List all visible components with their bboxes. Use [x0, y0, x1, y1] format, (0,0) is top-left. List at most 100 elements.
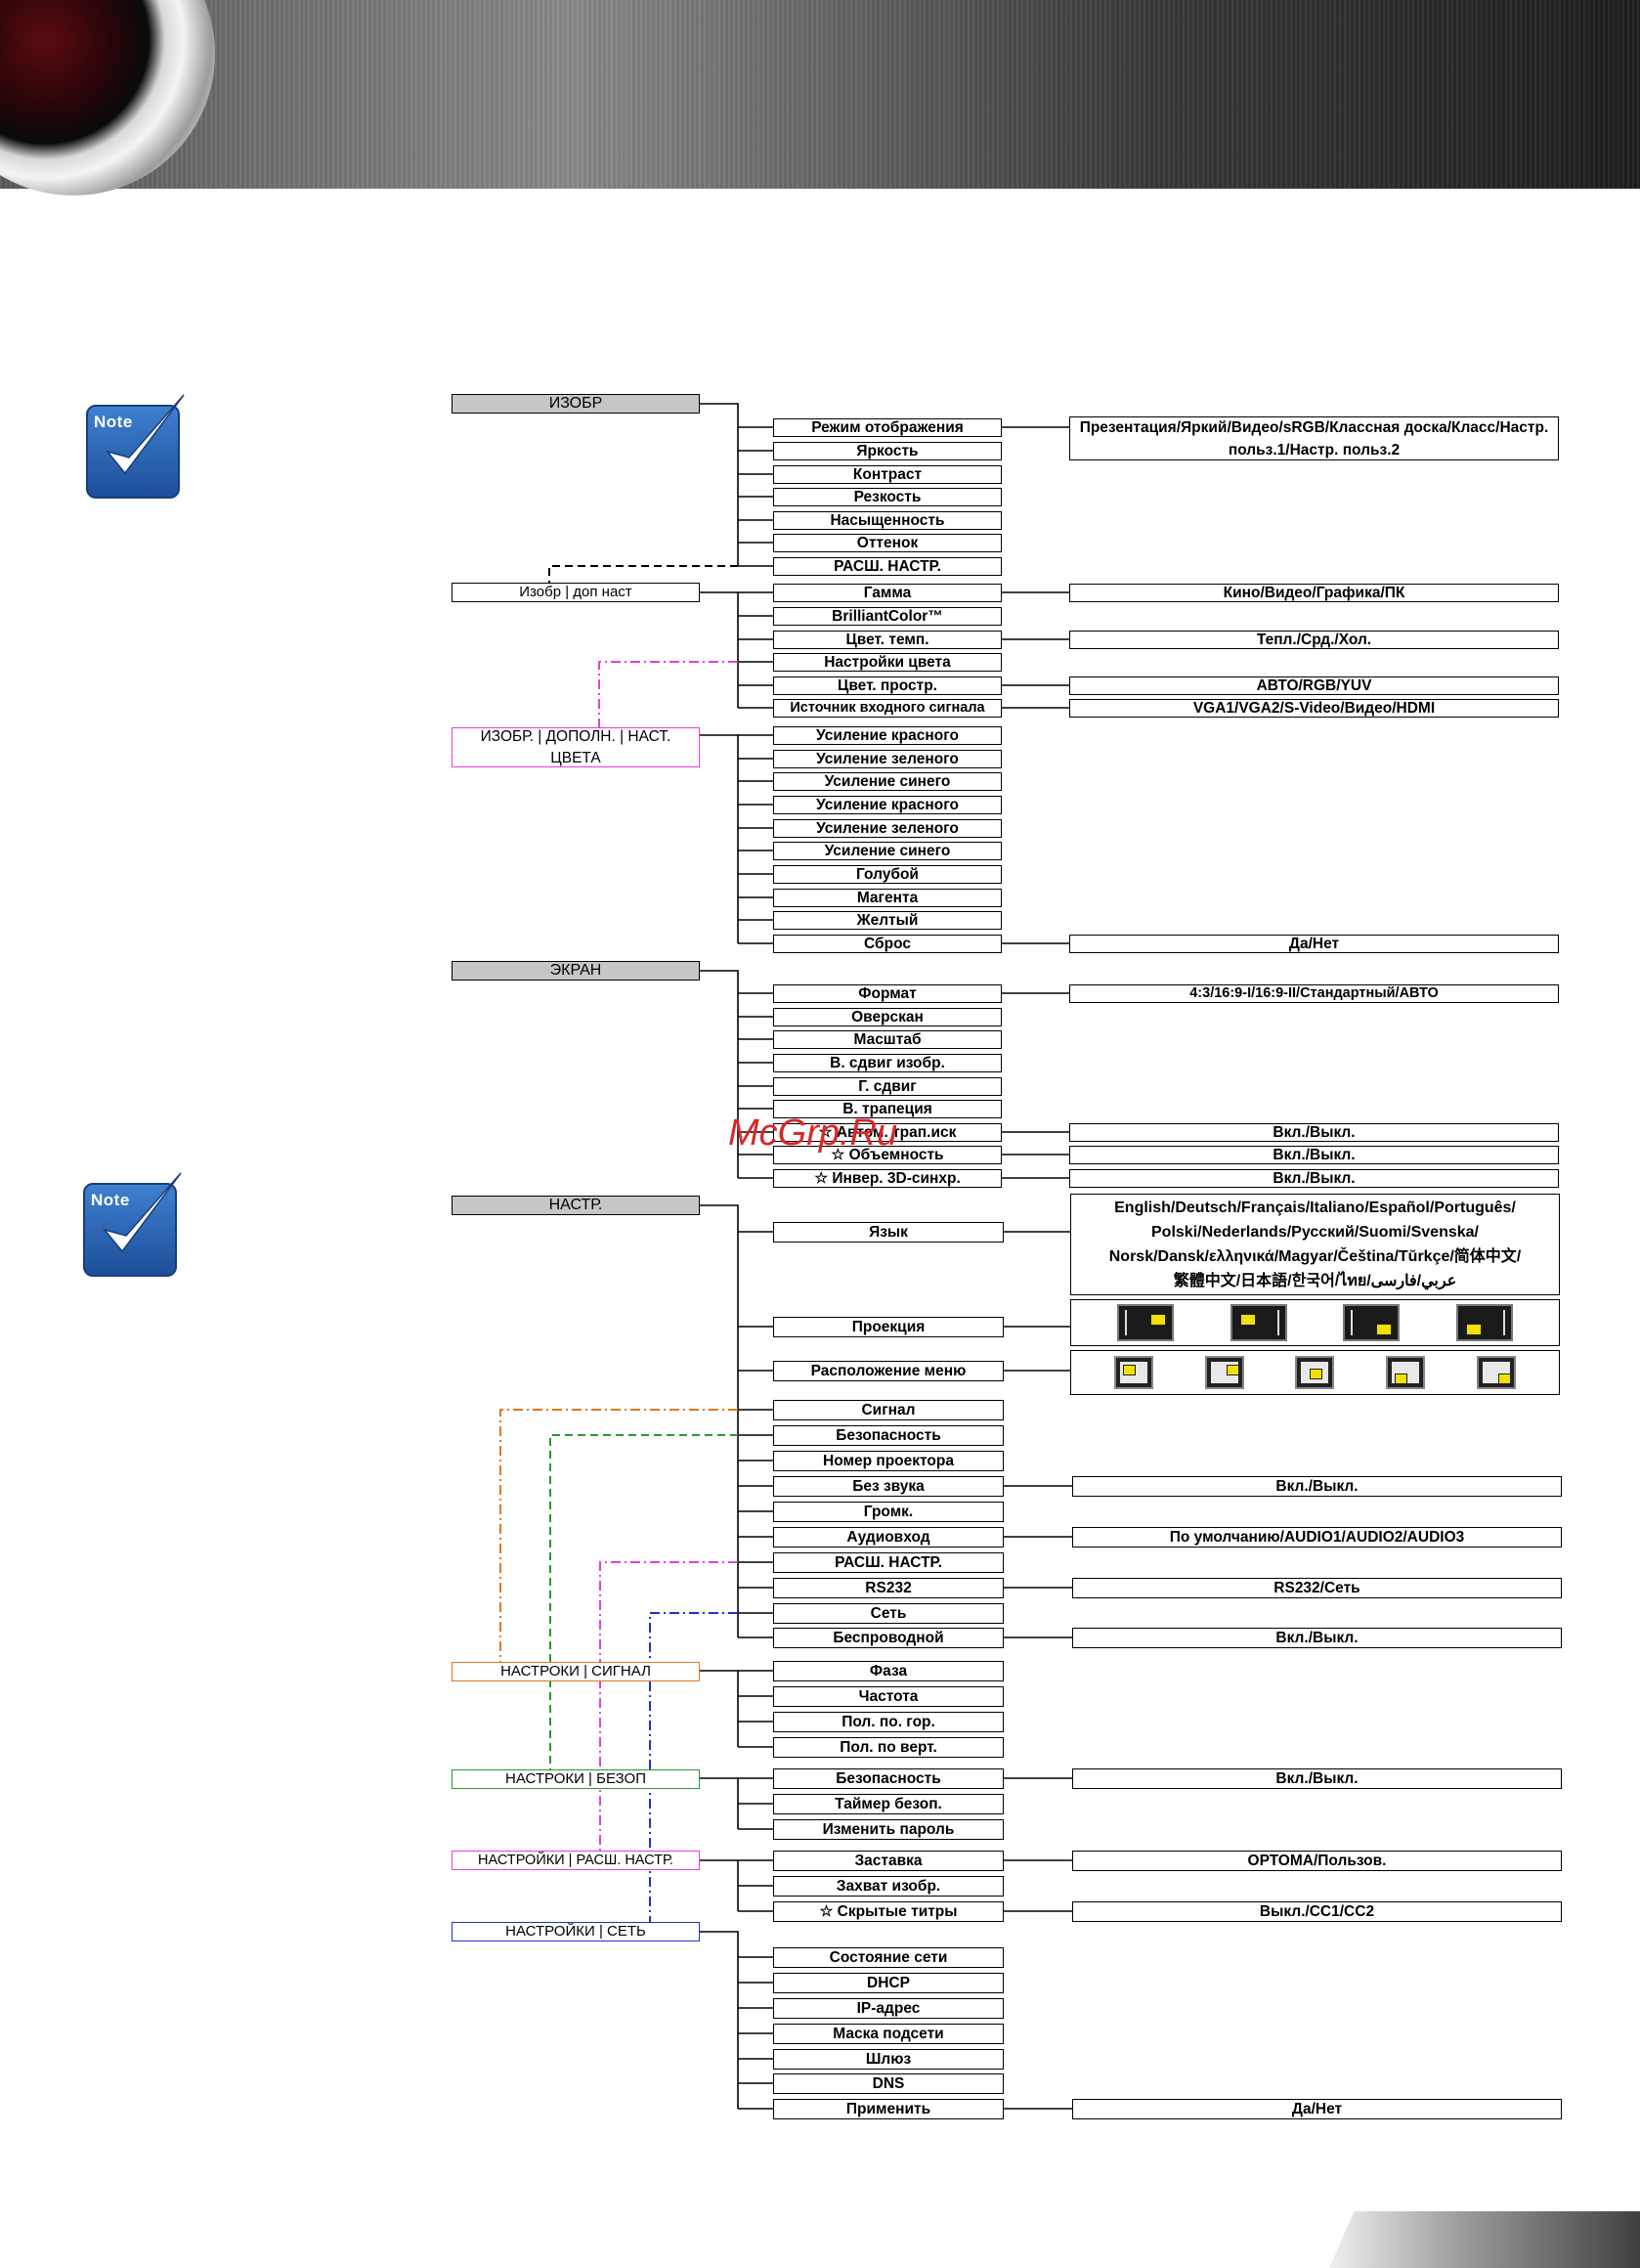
menu-item-overscan[interactable]: Оверскан [773, 1008, 1002, 1026]
apply-options: Да/Нет [1072, 2099, 1562, 2119]
audio-input-options: По умолчанию/AUDIO1/AUDIO2/AUDIO3 [1072, 1527, 1562, 1548]
footer-page-tab [1329, 2211, 1640, 2268]
menu-item-green-gain[interactable]: Усиление зеленого [773, 750, 1002, 768]
menu-item-cyan[interactable]: Голубой [773, 865, 1002, 884]
display-mode-options: Презентация/Яркий/Видео/sRGB/Классная до… [1069, 416, 1559, 460]
note-check-icon: Note [83, 1169, 187, 1277]
menu-item-gamma[interactable]: Гамма [773, 584, 1002, 602]
menu-item-ip-address[interactable]: IP-адрес [773, 1998, 1004, 2019]
menu-item-volume[interactable]: Громк. [773, 1502, 1004, 1522]
menu-item-contrast[interactable]: Контраст [773, 465, 1002, 484]
wireless-options: Вкл./Выкл. [1072, 1628, 1562, 1648]
screen-menu-header: ЭКРАН [452, 961, 700, 981]
menu-item-h-shift[interactable]: Г. сдвиг [773, 1077, 1002, 1096]
menu-bottom-right-icon [1476, 1356, 1516, 1389]
menu-item-change-password[interactable]: Изменить пароль [773, 1819, 1004, 1840]
menu-item-wireless[interactable]: Беспроводной [773, 1628, 1004, 1648]
input-source-options: VGA1/VGA2/S-Video/Видео/HDMI [1069, 699, 1559, 718]
menu-item-brightness[interactable]: Яркость [773, 442, 1002, 460]
menu-item-zoom[interactable]: Масштаб [773, 1030, 1002, 1049]
menu-item-signal[interactable]: Сигнал [773, 1400, 1004, 1420]
menu-item-auto-keystone[interactable]: ☆ Автом. трап.иск [773, 1123, 1002, 1142]
language-options-line: English/Deutsch/Français/Italiano/Españo… [1114, 1199, 1516, 1216]
menu-item-dns[interactable]: DNS [773, 2073, 1004, 2094]
projection-options [1070, 1299, 1560, 1346]
menu-item-red-bias[interactable]: Усиление красного [773, 796, 1002, 814]
network-menu-header: НАСТРОЙКИ | СЕТЬ [452, 1922, 700, 1941]
3d-options: Вкл./Выкл. [1069, 1146, 1559, 1164]
signal-menu-header: НАСТРОКИ | СИГНАЛ [452, 1662, 700, 1681]
menu-item-dhcp[interactable]: DHCP [773, 1973, 1004, 1993]
menu-item-v-image-shift[interactable]: В. сдвиг изобр. [773, 1054, 1002, 1072]
menu-item-red-gain[interactable]: Усиление красного [773, 726, 1002, 745]
menu-item-logo[interactable]: Заставка [773, 1851, 1004, 1871]
menu-item-apply[interactable]: Применить [773, 2099, 1004, 2119]
menu-item-color-temp[interactable]: Цвет. темп. [773, 631, 1002, 649]
menu-item-security[interactable]: Безопасность [773, 1768, 1004, 1789]
menu-item-phase[interactable]: Фаза [773, 1661, 1004, 1681]
projection-rear-ceiling-icon [1456, 1304, 1514, 1341]
menu-item-magenta[interactable]: Магента [773, 889, 1002, 907]
image-menu-header: ИЗОБР [452, 394, 700, 414]
menu-item-brilliantcolor[interactable]: BrilliantColor™ [773, 607, 1002, 626]
menu-item-yellow[interactable]: Желтый [773, 911, 1002, 930]
color-temp-options: Тепл./Срд./Хол. [1069, 631, 1559, 649]
language-options-line: 繁體中文/日本語/한국어/ไทย/عربي/فارسی [1173, 1273, 1457, 1289]
menu-center-icon [1295, 1356, 1335, 1389]
projection-front-ceiling-icon [1343, 1304, 1401, 1341]
language-options: English/Deutsch/Français/Italiano/Españo… [1070, 1194, 1560, 1295]
menu-item-security-timer[interactable]: Таймер безоп. [773, 1794, 1004, 1814]
security-menu-header: НАСТРОКИ | БЕЗОП [452, 1769, 700, 1789]
menu-item-network[interactable]: Сеть [773, 1603, 1004, 1624]
menu-item-display-mode[interactable]: Режим отображения [773, 418, 1002, 437]
menu-item-advanced[interactable]: РАСШ. НАСТР. [773, 1552, 1004, 1573]
color-space-options: АВТО/RGB/YUV [1069, 676, 1559, 695]
menu-location-options [1070, 1350, 1560, 1395]
menu-item-color-settings[interactable]: Настройки цвета [773, 653, 1002, 672]
menu-item-blue-bias[interactable]: Усиление синего [773, 842, 1002, 860]
menu-item-3d-sync-invert[interactable]: ☆ Инвер. 3D-синхр. [773, 1169, 1002, 1188]
menu-item-sharpness[interactable]: Резкость [773, 488, 1002, 506]
menu-item-projection[interactable]: Проекция [773, 1317, 1004, 1337]
menu-item-closed-caption[interactable]: ☆ Скрытые титры [773, 1901, 1004, 1922]
menu-item-rs232[interactable]: RS232 [773, 1578, 1004, 1598]
projection-rear-desktop-icon [1230, 1304, 1287, 1341]
menu-item-green-bias[interactable]: Усиление зеленого [773, 819, 1002, 838]
menu-item-input-source[interactable]: Источник входного сигнала [773, 699, 1002, 718]
security-options: Вкл./Выкл. [1072, 1768, 1562, 1789]
menu-item-subnet-mask[interactable]: Маска подсети [773, 2024, 1004, 2044]
menu-item-v-position[interactable]: Пол. по верт. [773, 1737, 1004, 1758]
menu-item-advanced[interactable]: РАСШ. НАСТР. [773, 557, 1002, 576]
menu-item-hue[interactable]: Оттенок [773, 534, 1002, 552]
rs232-options: RS232/Сеть [1072, 1578, 1562, 1598]
menu-item-color-space[interactable]: Цвет. простр. [773, 676, 1002, 695]
menu-item-reset[interactable]: Сброс [773, 935, 1002, 953]
format-options: 4:3/16:9-I/16:9-II/Стандартный/АВТО [1069, 984, 1559, 1003]
menu-item-menu-location[interactable]: Расположение меню [773, 1361, 1004, 1381]
menu-item-language[interactable]: Язык [773, 1222, 1004, 1243]
watermark: McGrp.Ru [728, 1112, 898, 1154]
gamma-options: Кино/Видео/Графика/ПК [1069, 584, 1559, 602]
menu-item-frequency[interactable]: Частота [773, 1686, 1004, 1707]
menu-item-blue-gain[interactable]: Усиление синего [773, 772, 1002, 791]
menu-item-mute[interactable]: Без звука [773, 1476, 1004, 1497]
menu-item-h-position[interactable]: Пол. по. гор. [773, 1712, 1004, 1732]
menu-item-network-status[interactable]: Состояние сети [773, 1947, 1004, 1968]
3d-sync-options: Вкл./Выкл. [1069, 1169, 1559, 1188]
language-options-line: Norsk/Dansk/ελληνικά/Magyar/Čeština/Tŭrk… [1108, 1248, 1522, 1265]
menu-item-v-keystone[interactable]: В. трапеция [773, 1100, 1002, 1118]
page-header-banner [0, 0, 1640, 196]
menu-item-gateway[interactable]: Шлюз [773, 2049, 1004, 2070]
settings-menu-header: НАСТР. [452, 1196, 700, 1215]
menu-item-logo-capture[interactable]: Захват изобр. [773, 1876, 1004, 1897]
menu-item-3d[interactable]: ☆ Объемность [773, 1146, 1002, 1164]
logo-options: ОРТОМА/Пользов. [1072, 1851, 1562, 1871]
color-settings-header: ИЗОБР. | ДОПОЛН. | НАСТ. ЦВЕТА [452, 727, 700, 767]
menu-item-format[interactable]: Формат [773, 984, 1002, 1003]
language-options-line: Polski/Nederlands/Русский/Suomi/Svenska/ [1151, 1224, 1479, 1241]
menu-item-saturation[interactable]: Насыщенность [773, 511, 1002, 530]
menu-item-projector-id[interactable]: Номер проектора [773, 1451, 1004, 1471]
menu-item-audio-input[interactable]: Аудиовход [773, 1527, 1004, 1548]
menu-item-security[interactable]: Безопасность [773, 1425, 1004, 1446]
